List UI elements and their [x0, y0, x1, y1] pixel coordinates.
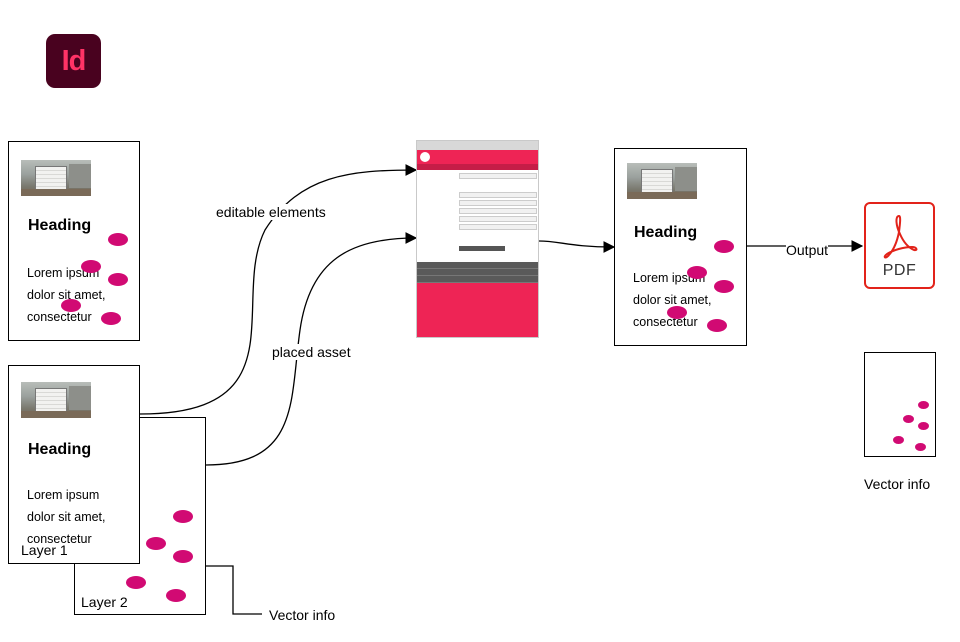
source-heading: Heading — [28, 217, 92, 234]
vector-dot — [101, 312, 121, 325]
panel-login-button[interactable] — [459, 246, 505, 251]
acrobat-icon — [883, 214, 918, 259]
layer2-label: Layer 2 — [81, 594, 128, 610]
vector-dot — [61, 299, 81, 312]
panel-form — [417, 170, 538, 262]
vector-dot — [126, 576, 146, 589]
vector-dot — [687, 266, 707, 279]
panel-collapsed-sections — [417, 262, 538, 283]
vector-dot — [893, 436, 904, 444]
output-body-text: Lorem ipsum dolor sit amet, consectetur — [633, 271, 712, 329]
chili-publisher-panel — [416, 140, 539, 338]
indesign-app-icon: Id — [46, 34, 101, 88]
vector-dot — [918, 422, 929, 430]
placed-asset-label: placed asset — [272, 344, 351, 360]
edge-panel-to-output — [538, 240, 616, 253]
pdf-icon-text: PDF — [882, 262, 917, 279]
vector-dot — [714, 240, 734, 253]
vector-dot — [714, 280, 734, 293]
vector-info-bottom-label: Vector info — [269, 607, 336, 623]
garage-photo — [21, 382, 91, 418]
vector-dot — [667, 306, 687, 319]
edge-vector-info-line — [206, 565, 262, 615]
output-label: Output — [786, 242, 829, 258]
source-body-text: Lorem ipsum dolor sit amet, consectetur — [27, 266, 106, 324]
output-page: Heading Lorem ipsum dolor sit amet, cons… — [614, 148, 747, 346]
vector-info-page — [864, 352, 936, 457]
layer1-heading: Heading — [28, 441, 92, 458]
editable-elements-label: editable elements — [216, 204, 326, 220]
source-document-page: Heading Lorem ipsum dolor sit amet, cons… — [8, 141, 140, 341]
panel-tab-bar — [417, 141, 538, 150]
layer1-page: Heading Lorem ipsum dolor sit amet, cons… — [8, 365, 140, 564]
vector-dot — [146, 537, 166, 550]
layer1-body-text: Lorem ipsum dolor sit amet, consectetur — [27, 488, 106, 546]
garage-photo — [21, 160, 91, 196]
pdf-file-icon: PDF — [864, 202, 935, 289]
vector-dot — [81, 260, 101, 273]
chili-logo-icon — [420, 152, 430, 162]
indesign-icon-text: Id — [61, 44, 87, 77]
vector-info-caption: Vector info — [864, 476, 931, 492]
vector-dot — [903, 415, 914, 423]
garage-photo — [627, 163, 697, 199]
vector-dot — [918, 401, 929, 409]
output-heading: Heading — [634, 224, 698, 241]
vector-dot — [108, 273, 128, 286]
vector-dot — [108, 233, 128, 246]
vector-dot — [173, 510, 193, 523]
vector-dot — [166, 589, 186, 602]
vector-dot — [173, 550, 193, 563]
edge-placed-asset — [205, 232, 418, 466]
layer1-label: Layer 1 — [21, 542, 68, 558]
panel-brand — [417, 150, 538, 164]
vector-dot — [707, 319, 727, 332]
edge-editable-elements — [139, 164, 418, 415]
panel-section-header — [417, 164, 538, 170]
vector-dot — [915, 443, 926, 451]
